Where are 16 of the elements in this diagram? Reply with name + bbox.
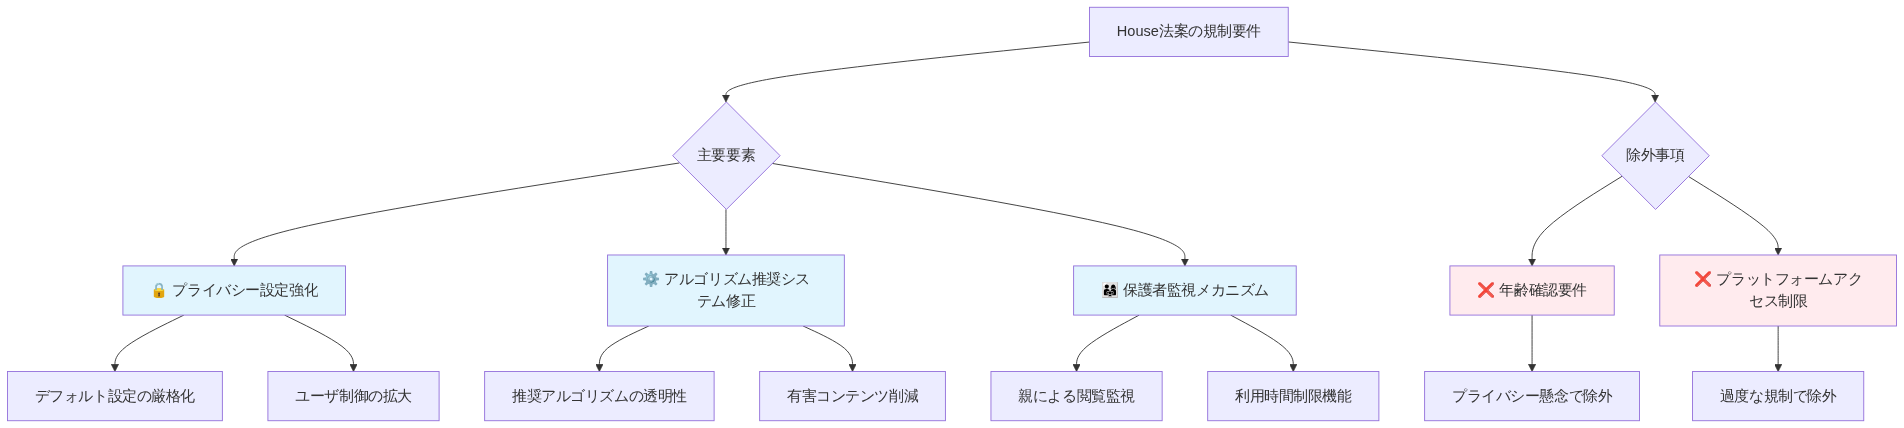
node-box: ❌ プラットフォームアクセス制限 [1659,254,1897,327]
node-diamond: 主要要素 [672,101,781,210]
node-diamond: 除外事項 [1601,101,1710,210]
node-box: 🔒 プライバシー設定強化 [122,265,346,316]
node-box: 過度な規制で除外 [1692,371,1865,422]
node-box: 有害コンテンツ削減 [759,371,946,422]
node-box: 親による閲覧監視 [990,371,1163,422]
node-box: ⚙ アルゴリズム推奨システム修正 [607,254,845,327]
node-box: 推奨アルゴリズムの透明性 [484,371,715,422]
node-box: 👨‍👩‍👧 保護者監視メカニズム [1073,265,1297,316]
node-box: ユーザ制御の拡大 [267,371,440,422]
node-box: デフォルト設定の厳格化 [7,371,223,422]
node-box: 利用時間制限機能 [1207,371,1380,422]
node-box: ❌ 年齢確認要件 [1449,265,1615,316]
node-box: House法案の規制要件 [1089,6,1289,57]
node-box: プライバシー懸念で除外 [1424,371,1640,422]
